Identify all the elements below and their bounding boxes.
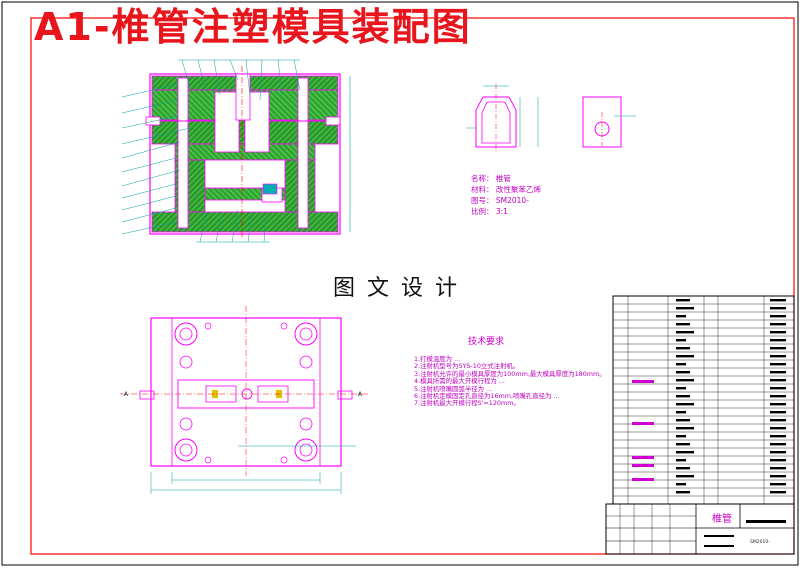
part-section-view <box>466 84 636 154</box>
section-view <box>121 59 351 243</box>
tech-item: 6.注射机定模固定孔直径为16mm,喷嘴孔直径为 ... <box>414 392 560 401</box>
tech-requirements-title: 技术要求 <box>468 337 505 347</box>
tech-item: 1.打模温度为 ... <box>414 355 461 363</box>
parts-table <box>605 295 795 555</box>
part-scale: 比例： 3:1 <box>471 207 508 216</box>
part-drawing-no: 图号： SM2010- <box>471 196 529 205</box>
part-name: 名称： 椎管 <box>471 174 511 183</box>
tech-item: 3.注射机允许的最小模具厚度为100mm,最大模具厚度为180mm。 <box>414 369 606 378</box>
part-material: 材料： 改性聚苯乙烯 <box>471 185 541 194</box>
tech-item: 2.注射机型号为SYS-10立式注射机。 <box>414 362 520 371</box>
svg-text:A: A <box>358 391 363 398</box>
svg-text:A: A <box>124 391 129 398</box>
drawing-title: A1-椎管注塑模具装配图 <box>34 5 472 49</box>
part-info: 名称： 椎管 材料： 改性聚苯乙烯 图号： SM2010- 比例： 3:1 <box>471 173 541 217</box>
tech-item: 5.注射机喷嘴圆弧半径为 ... <box>414 384 493 393</box>
title-block-code: SM2010- <box>750 540 770 545</box>
title-block-name: 椎管 <box>712 514 732 525</box>
plan-view: A A <box>120 306 370 494</box>
watermark-text: 图文设计 <box>333 276 470 301</box>
tech-item: 7.注射机最大开模行程S'=120mm。 <box>414 399 520 408</box>
tech-requirements-list: 1.打模温度为 ... 2.注射机型号为SYS-10立式注射机。 3.注射机允许… <box>414 355 606 408</box>
tech-item: 4.模具所需的最大开模行程为 ... <box>414 377 505 386</box>
inner-border <box>30 17 795 555</box>
